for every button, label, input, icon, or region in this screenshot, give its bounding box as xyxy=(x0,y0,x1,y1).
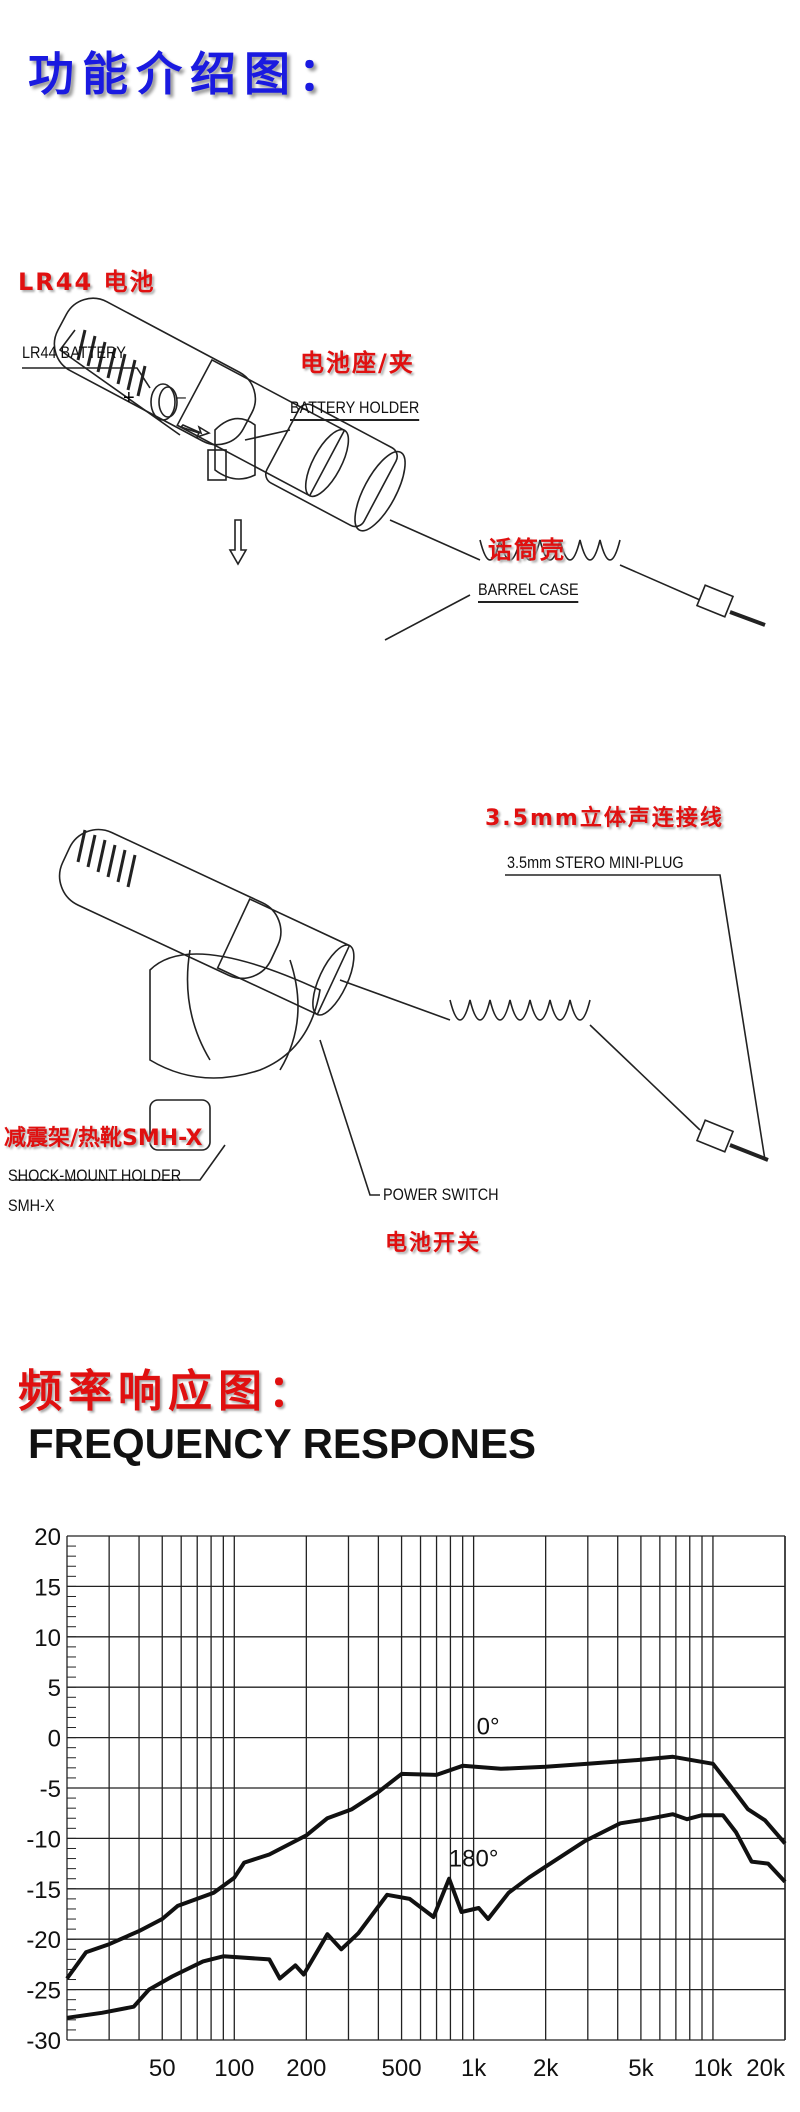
lr44-battery-label: LR44 BATTERY xyxy=(22,343,126,362)
series-line-180deg xyxy=(66,1812,787,2020)
mini-plug-label: 3.5mm STERO MINI-PLUG xyxy=(507,853,684,872)
microphone-exploded-drawing xyxy=(22,297,766,641)
frequency-response-title-cn: 频率响应图： xyxy=(18,1366,318,1417)
x-tick-label: 5k xyxy=(628,2055,654,2082)
x-tick-label: 1k xyxy=(461,2055,487,2082)
y-tick-label: -5 xyxy=(40,1776,61,1803)
y-tick-label: -15 xyxy=(26,1877,61,1904)
frequency-response-title: FREQUENCY RESPONES xyxy=(28,1420,536,1467)
y-tick-label: -20 xyxy=(26,1927,61,1954)
series-label: 0° xyxy=(477,1714,500,1741)
y-tick-label: 15 xyxy=(34,1574,61,1601)
series-label: 180° xyxy=(449,1846,499,1873)
shock-mount-label-cn: 减震架/热靴SMH-X xyxy=(4,1126,203,1151)
battery-minus-sign: – xyxy=(177,389,186,406)
battery-plus-sign: + xyxy=(123,387,135,409)
series-line-0deg xyxy=(65,1754,787,1980)
power-switch-label: POWER SWITCH xyxy=(383,1185,499,1204)
y-tick-label: 10 xyxy=(34,1625,61,1652)
x-tick-label: 10k xyxy=(694,2055,734,2082)
y-tick-label: -10 xyxy=(26,1826,61,1853)
microphone-shockmount-drawing xyxy=(15,828,769,1196)
battery-holder-label-cn: 电池座/夹 xyxy=(300,349,415,377)
power-switch-label-cn: 电池开关 xyxy=(385,1231,482,1256)
x-tick-label: 500 xyxy=(382,2055,422,2082)
x-tick-label: 20k xyxy=(746,2055,786,2082)
lr44-battery-label-cn: LR44 电池 xyxy=(18,268,156,296)
y-tick-label: -30 xyxy=(26,2028,61,2055)
y-tick-label: 0 xyxy=(48,1726,61,1753)
x-tick-label: 100 xyxy=(214,2055,254,2082)
shock-mount-label: SHOCK-MOUNT HOLDER xyxy=(8,1166,182,1185)
feature-diagram-title: 功能介绍图： xyxy=(28,47,352,101)
x-tick-label: 50 xyxy=(149,2055,176,2082)
mini-plug-label-cn: 3.5mm立体声连接线 xyxy=(485,806,724,831)
x-tick-label: 2k xyxy=(533,2055,559,2082)
battery-holder-label: BATTERY HOLDER xyxy=(290,398,420,421)
y-tick-label: 20 xyxy=(34,1524,61,1551)
shock-mount-model: SMH-X xyxy=(8,1196,55,1215)
y-tick-label: 5 xyxy=(48,1675,61,1702)
x-tick-label: 200 xyxy=(286,2055,326,2082)
y-tick-label: -25 xyxy=(26,1978,61,2005)
barrel-case-label: BARREL CASE xyxy=(478,580,579,603)
barrel-case-label-cn: 话筒壳 xyxy=(488,536,566,564)
